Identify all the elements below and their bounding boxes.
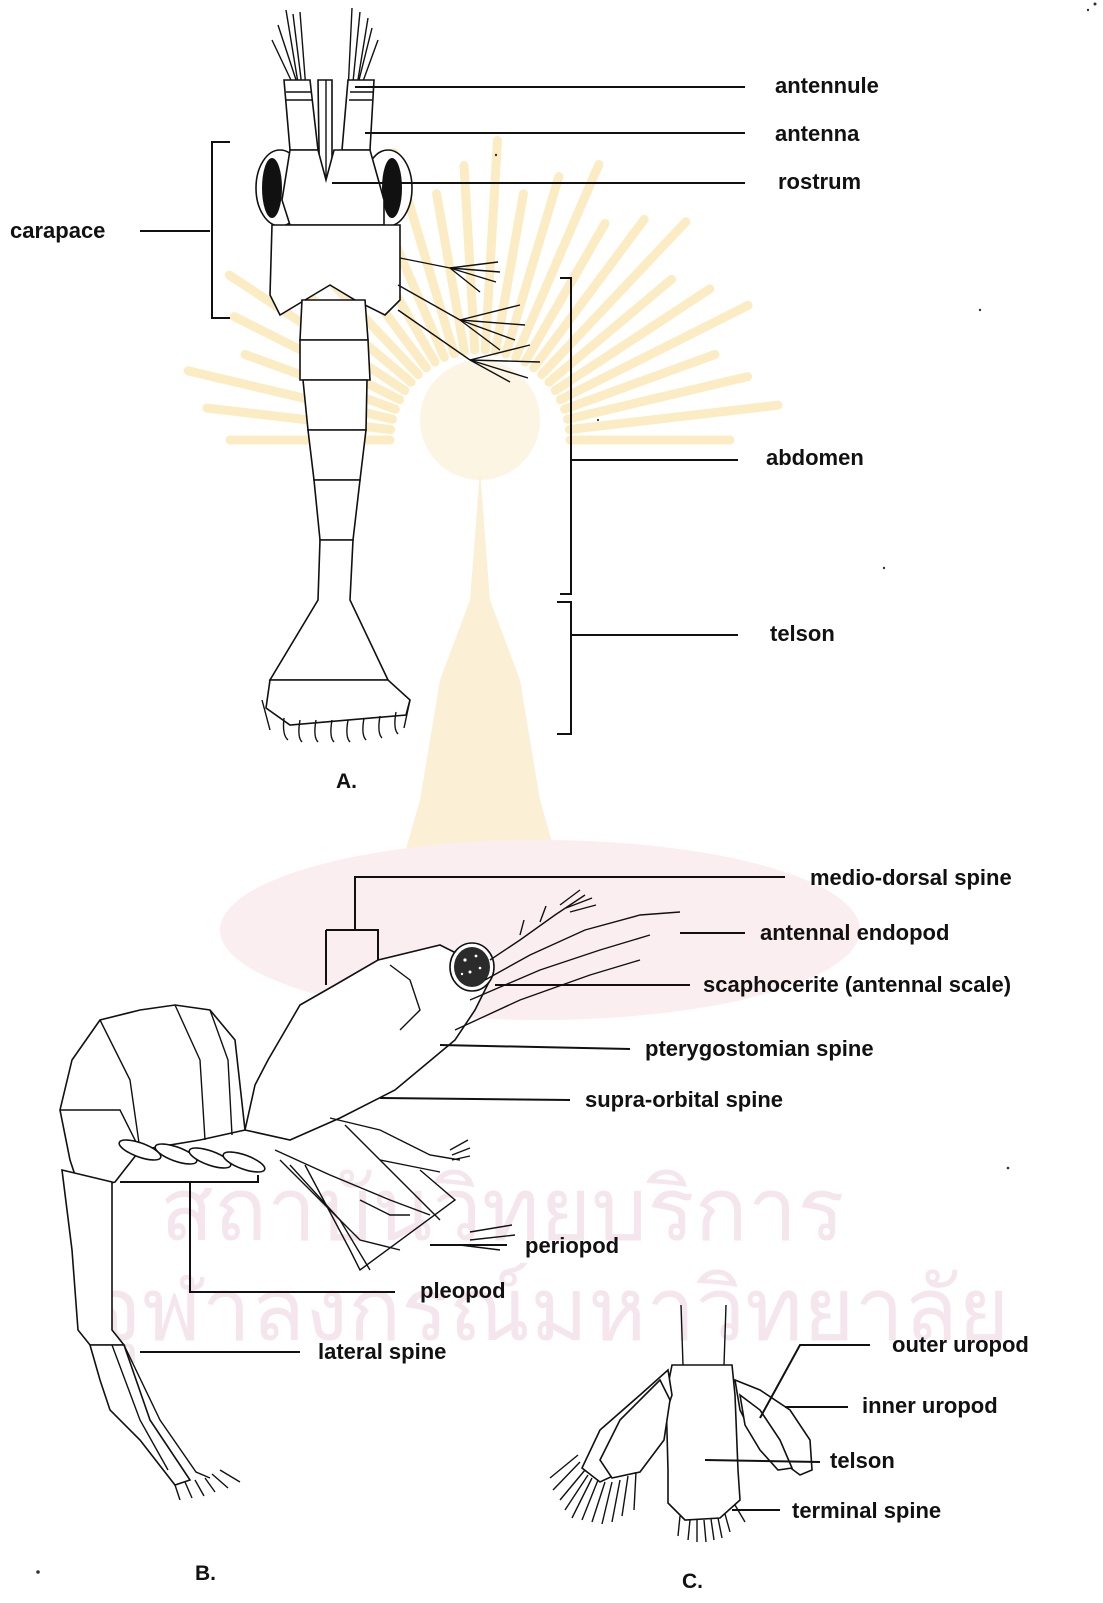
label-telson-a: telson	[770, 621, 835, 646]
label-antenna: antenna	[775, 121, 860, 146]
label-scaphocerite: scaphocerite (antennal scale)	[703, 972, 1011, 997]
label-medio-dorsal-spine: medio-dorsal spine	[810, 865, 1012, 890]
leader-pterygostomian-spine	[440, 1045, 630, 1049]
label-supra-orbital-spine: supra-orbital spine	[585, 1087, 783, 1112]
label-inner-uropod: inner uropod	[862, 1393, 998, 1418]
leader-supra-orbital-spine	[380, 1098, 570, 1100]
label-outer-uropod: outer uropod	[892, 1332, 1029, 1357]
watermark-ray	[485, 141, 497, 351]
figure-b-caption: B.	[195, 1562, 216, 1585]
watermark-line-2: จุฬาลงกรณ์มหาวิทยาลัย	[90, 1258, 1010, 1363]
bracket-carapace	[212, 142, 230, 318]
label-abdomen: abdomen	[766, 445, 864, 470]
label-periopod: periopod	[525, 1233, 619, 1258]
figure-c-caption: C.	[682, 1570, 703, 1593]
label-antennule: antennule	[775, 73, 879, 98]
label-pleopod: pleopod	[420, 1278, 506, 1303]
label-pterygostomian-spine: pterygostomian spine	[645, 1036, 874, 1061]
label-terminal-spine: terminal spine	[792, 1498, 941, 1523]
label-antennal-endopod: antennal endopod	[760, 920, 949, 945]
watermark: สถาบันวิทยบริการ จุฬาลงกรณ์มหาวิทยาลัย	[90, 141, 1010, 1363]
bracket-telson	[557, 602, 571, 734]
label-telson-c: telson	[830, 1448, 895, 1473]
label-lateral-spine: lateral spine	[318, 1339, 446, 1364]
label-carapace: carapace	[10, 218, 105, 243]
figure-a-caption: A.	[336, 770, 357, 793]
label-rostrum: rostrum	[778, 169, 861, 194]
